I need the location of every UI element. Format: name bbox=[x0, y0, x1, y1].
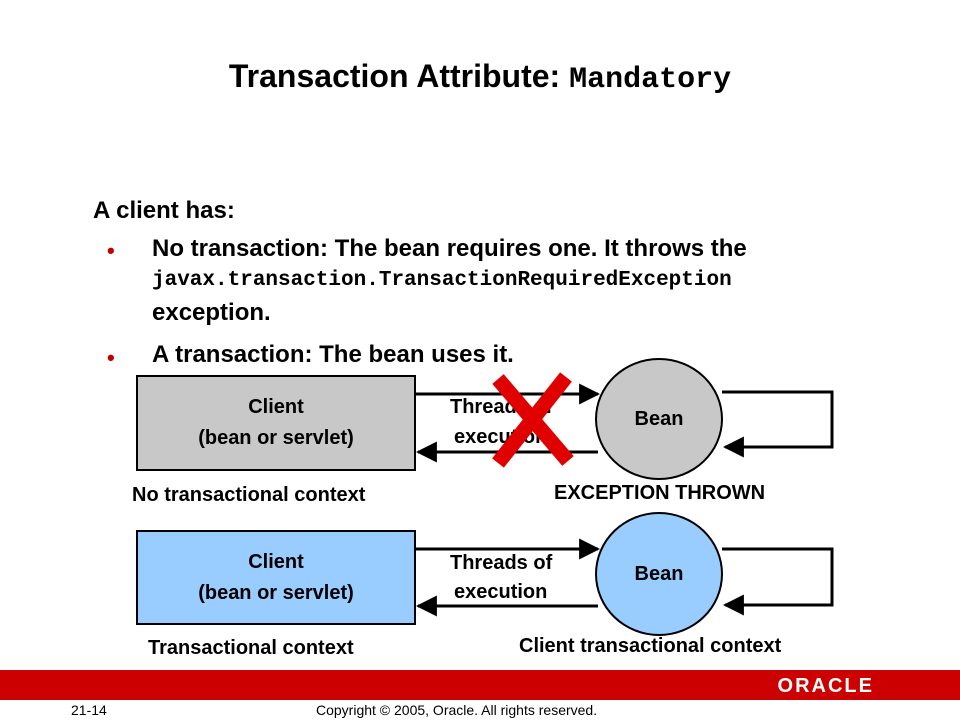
client-label: Client bbox=[248, 550, 304, 573]
slide-title: Transaction Attribute: Mandatory bbox=[0, 58, 960, 97]
exception-caption: EXCEPTION THROWN bbox=[554, 482, 766, 504]
bean-loop bbox=[722, 547, 834, 616]
threads-label: execution bbox=[454, 581, 548, 603]
title-code: Mandatory bbox=[569, 63, 732, 97]
bean-label: Bean bbox=[634, 407, 684, 430]
client-caption: Transactional context bbox=[148, 637, 354, 659]
bullet-marker: • bbox=[107, 345, 115, 370]
title-text: Transaction Attribute: bbox=[228, 58, 570, 94]
threads-label: Threads of bbox=[450, 552, 553, 574]
bean-circle: Bean bbox=[595, 512, 723, 636]
client-box-no-transaction: Client (bean or servlet) bbox=[136, 375, 416, 471]
client-caption: No transactional context bbox=[132, 484, 366, 506]
bullet-1-code: javax.transaction.TransactionRequiredExc… bbox=[152, 269, 732, 292]
cross-icon bbox=[492, 372, 574, 468]
footer-bar: ORACLE bbox=[0, 670, 960, 700]
bean-loop bbox=[722, 390, 834, 458]
copyright: Copyright © 2005, Oracle. All rights res… bbox=[316, 702, 598, 718]
bean-circle-exception: Bean bbox=[595, 358, 723, 480]
footer bbox=[0, 700, 960, 720]
bullet-1: No transaction: The bean requires one. I… bbox=[152, 233, 942, 329]
bean-label: Bean bbox=[634, 562, 684, 585]
client-sublabel: (bean or servlet) bbox=[198, 427, 354, 449]
client-sublabel: (bean or servlet) bbox=[198, 581, 354, 604]
oracle-logo: ORACLE bbox=[777, 675, 874, 697]
bullet-1-tail: exception. bbox=[152, 299, 271, 326]
lead-text: A client has: bbox=[93, 197, 235, 224]
bullet-marker: • bbox=[107, 238, 115, 263]
client-box-transaction: Client (bean or servlet) bbox=[136, 530, 416, 625]
page-number: 21-14 bbox=[71, 702, 107, 718]
bullet-1-line: No transaction: The bean requires one. I… bbox=[152, 235, 747, 262]
bullet-2: A transaction: The bean uses it. bbox=[152, 341, 514, 368]
bean-caption: Client transactional context bbox=[519, 635, 782, 657]
client-label: Client bbox=[248, 396, 304, 418]
